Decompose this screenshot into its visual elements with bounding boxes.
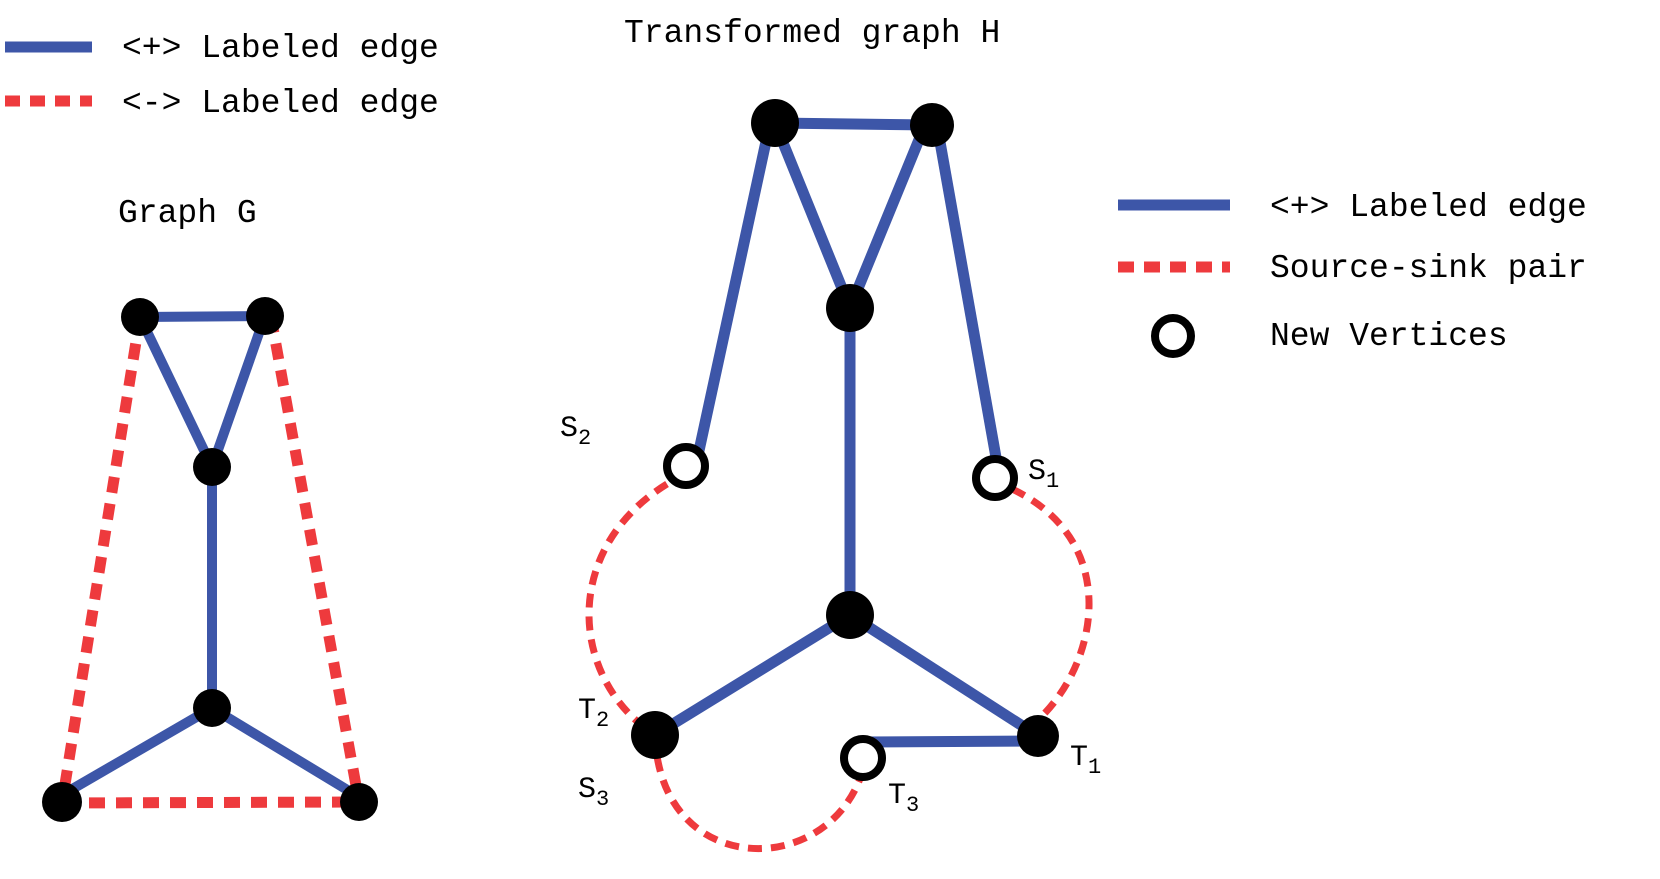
label-t1: T1 bbox=[1070, 741, 1101, 780]
graph-h-title: Transformed graph H bbox=[624, 15, 1000, 52]
graph-h-pair-s2-t2 bbox=[585, 481, 669, 738]
graph-h-positive-edge bbox=[652, 610, 853, 740]
legend-h-new-vertex-swatch bbox=[1151, 314, 1195, 358]
graph-g-positive-edge bbox=[207, 314, 270, 469]
graph-h-positive-edge bbox=[862, 735, 1039, 748]
graph-g-vertex bbox=[193, 448, 231, 486]
graph-h-vertex bbox=[826, 284, 874, 332]
graph-g-positive-edge bbox=[59, 703, 215, 800]
graph-h-new-vertex-t3 bbox=[840, 735, 886, 781]
label-t3: T3 bbox=[888, 779, 919, 818]
graph-h-positive-edge bbox=[847, 610, 1041, 741]
legend-h-positive-edge-label: <+> Labeled edge bbox=[1270, 189, 1587, 226]
legend-h-new-vertices-label: New Vertices bbox=[1270, 318, 1508, 355]
graph-g-title: Graph G bbox=[118, 195, 257, 232]
legend-negative-edge-label: <-> Labeled edge bbox=[122, 85, 439, 122]
graph-g-positive-edge bbox=[209, 703, 362, 802]
graph-h-vertex bbox=[826, 591, 874, 639]
graph-g-vertex bbox=[193, 689, 231, 727]
graph-h-positive-edge-top bbox=[774, 117, 933, 131]
graph-h-new-vertex-s1 bbox=[972, 455, 1018, 501]
legend-h-pair-label: Source-sink pair bbox=[1270, 250, 1587, 287]
graph-g-positive-edge bbox=[135, 314, 217, 470]
graph-g bbox=[42, 297, 378, 822]
graph-g-negative-edge-bottom bbox=[61, 796, 360, 809]
graph-h-vertex-t1 bbox=[1017, 715, 1059, 757]
graph-h-new-vertex-s2 bbox=[663, 443, 709, 489]
legend-graph-h: <+> Labeled edge Source-sink pair New Ve… bbox=[1118, 189, 1587, 358]
graph-h-vertex bbox=[910, 103, 954, 147]
graph-h-positive-edge bbox=[931, 124, 1003, 464]
graph-h-vertex-t2 bbox=[631, 711, 679, 759]
legend-graph-g: <+> Labeled edge <-> Labeled edge bbox=[5, 30, 439, 122]
graph-g-negative-edge-right bbox=[265, 316, 365, 803]
legend-positive-edge-label: <+> Labeled edge bbox=[122, 30, 439, 67]
graph-g-vertex bbox=[246, 297, 284, 335]
graph-h-positive-edge bbox=[844, 122, 931, 311]
graph-h-positive-edge bbox=[769, 120, 856, 311]
label-s1: S1 bbox=[1028, 455, 1059, 494]
graph-h: S2 S1 T2 S3 T1 T3 bbox=[560, 99, 1101, 853]
label-t2: T2 bbox=[578, 694, 609, 733]
graph-g-vertex bbox=[121, 298, 159, 336]
label-s3: S3 bbox=[578, 773, 609, 812]
graph-h-pair-s3-t3 bbox=[651, 734, 867, 853]
graph-g-positive-edge-top bbox=[139, 311, 266, 322]
label-s2: S2 bbox=[560, 412, 591, 451]
graph-h-positive-edge bbox=[691, 121, 776, 462]
graph-g-negative-edge-left bbox=[56, 316, 146, 804]
graph-h-pair-s1-t1 bbox=[1010, 485, 1093, 721]
graph-g-vertex bbox=[340, 783, 378, 821]
graph-g-vertex bbox=[42, 782, 82, 822]
graph-h-vertex bbox=[751, 99, 799, 147]
